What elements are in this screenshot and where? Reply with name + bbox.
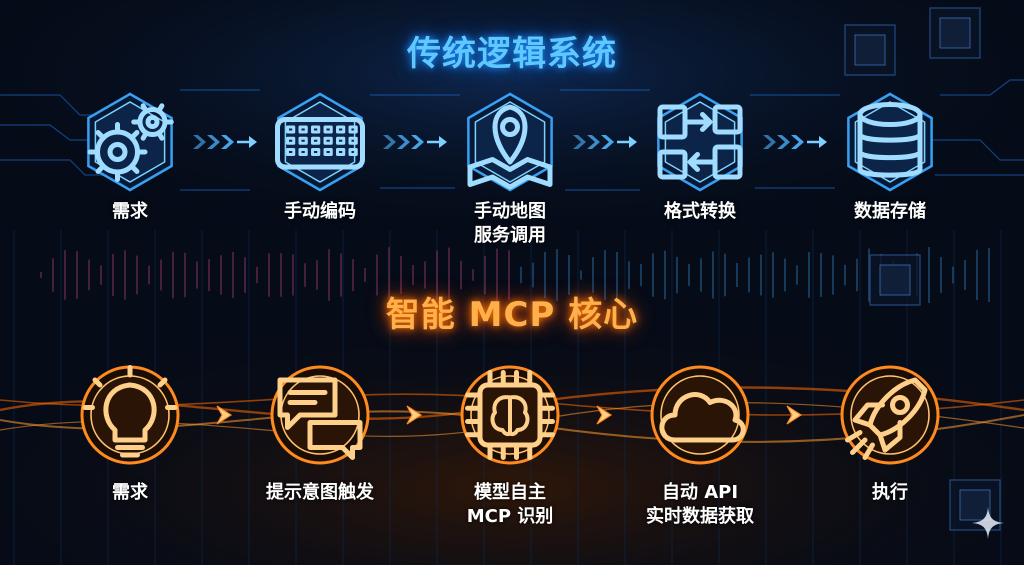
mcp-core-title: 智能 MCP 核心 <box>385 295 639 335</box>
mcp-step-node <box>650 365 750 465</box>
traditional-step-node <box>650 92 750 192</box>
cloud-icon <box>659 392 746 443</box>
data-transform-icon <box>657 104 743 180</box>
step-label: 自动 API 实时数据获取 <box>615 481 785 529</box>
step-label: 数据存储 <box>805 200 975 224</box>
traditional-step-node <box>840 92 940 192</box>
sparkle-icon <box>972 507 1004 539</box>
step-label-line: 模型自主 <box>474 482 546 503</box>
step-label-line: 提示意图触发 <box>266 482 374 503</box>
step-label: 需求 <box>45 481 215 505</box>
step-label-line: 需求 <box>112 482 148 503</box>
step-label: 手动编码 <box>235 200 405 224</box>
arrow-icon <box>216 405 233 425</box>
rocket-icon <box>845 377 928 460</box>
step-label: 格式转换 <box>615 200 785 224</box>
mcp-step-node <box>270 365 370 465</box>
step-label-line: 自动 API <box>661 482 739 503</box>
step-label: 模型自主 MCP 识别 <box>425 481 595 529</box>
step-label-line: 执行 <box>872 482 908 503</box>
traditional-step-node <box>80 92 180 192</box>
lightbulb-icon <box>82 365 178 458</box>
step-label: 需求 <box>45 200 215 224</box>
mcp-step-node <box>840 365 940 465</box>
traditional-step-node <box>270 92 370 192</box>
step-label-line: 手动编码 <box>284 201 356 222</box>
step-label-line: MCP 识别 <box>466 506 554 527</box>
step-label-line: 数据存储 <box>854 201 926 222</box>
step-label-line: 需求 <box>112 201 148 222</box>
step-label: 执行 <box>805 481 975 505</box>
mcp-step-node <box>80 365 180 465</box>
arrow-icon <box>573 135 637 149</box>
arrow-icon <box>406 405 423 425</box>
arrow-icon <box>596 405 613 425</box>
map-pin-icon <box>467 104 553 190</box>
traditional-step-node <box>460 92 560 192</box>
step-label-line: 实时数据获取 <box>646 506 754 527</box>
arrow-icon <box>763 135 827 149</box>
step-label-line: 手动地图 <box>474 201 546 222</box>
traditional-system-title: 传统逻辑系统 <box>407 34 617 74</box>
step-label-line: 格式转换 <box>664 201 736 222</box>
arrow-icon <box>383 135 447 149</box>
step-label: 提示意图触发 <box>235 481 405 505</box>
gears-icon <box>87 103 174 182</box>
step-label-line: 服务调用 <box>474 225 546 246</box>
mcp-step-node <box>460 365 560 465</box>
brain-chip-icon <box>465 370 555 460</box>
database-icon <box>857 102 923 178</box>
keyboard-icon <box>275 117 365 170</box>
arrow-icon <box>786 405 803 425</box>
step-label: 手动地图服务调用 <box>425 200 595 248</box>
arrow-icon <box>193 135 257 149</box>
chat-bubbles-icon <box>277 377 363 460</box>
